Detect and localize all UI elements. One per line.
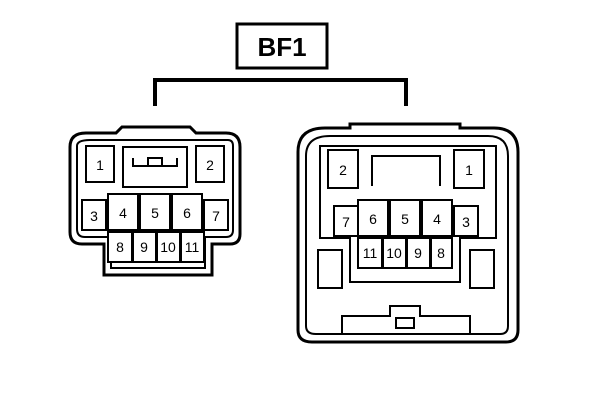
pin-label: 7 bbox=[342, 214, 350, 230]
pin-label: 8 bbox=[116, 239, 124, 255]
title-box bbox=[235, 22, 329, 70]
pin-cell bbox=[180, 231, 205, 263]
pin-cell bbox=[333, 205, 359, 237]
pin-label: 3 bbox=[462, 214, 470, 230]
pin-label: 10 bbox=[160, 239, 176, 255]
pin-label: 3 bbox=[90, 208, 98, 224]
pin-label: 9 bbox=[140, 239, 148, 255]
pin-label: 5 bbox=[401, 211, 409, 227]
pin-cell bbox=[107, 231, 133, 263]
pin-cell bbox=[85, 145, 115, 183]
pin-label: 11 bbox=[363, 245, 378, 261]
pin-label: 2 bbox=[339, 162, 347, 178]
left-housing-inner bbox=[76, 139, 234, 269]
pin-cell bbox=[81, 199, 107, 231]
right-lock-tab bbox=[395, 317, 415, 329]
right-slot-right bbox=[469, 249, 495, 289]
title-group: BF1 bbox=[235, 22, 329, 70]
pin-label: 5 bbox=[151, 205, 159, 221]
right-latch-slot bbox=[371, 155, 441, 186]
pin-label: 6 bbox=[369, 211, 377, 227]
pin-cell bbox=[357, 237, 383, 269]
pin-label: 8 bbox=[437, 245, 445, 261]
pin-cell bbox=[389, 199, 421, 237]
right-bottom-lock bbox=[341, 305, 471, 334]
pin-label: 1 bbox=[96, 157, 104, 173]
left-latch-tab bbox=[147, 157, 163, 167]
pin-cell bbox=[421, 199, 453, 237]
pin-cell bbox=[203, 199, 229, 231]
pin-cell bbox=[195, 145, 225, 183]
right-housing-inner bbox=[305, 135, 509, 335]
right-inner-frame bbox=[319, 145, 497, 283]
pin-label: 10 bbox=[386, 245, 402, 261]
pin-label: 9 bbox=[414, 245, 422, 261]
pin-cell bbox=[171, 193, 203, 231]
pin-cell bbox=[357, 199, 389, 237]
pin-cell bbox=[453, 205, 479, 237]
pin-label: 4 bbox=[119, 205, 127, 221]
pin-label: 4 bbox=[433, 211, 441, 227]
pin-label: 7 bbox=[212, 208, 220, 224]
pin-cell bbox=[453, 149, 485, 189]
connector-title: BF1 bbox=[257, 32, 306, 62]
pin-cell bbox=[430, 237, 453, 269]
connector-bracket bbox=[153, 78, 408, 106]
pin-label: 6 bbox=[183, 205, 191, 221]
pin-cell bbox=[139, 193, 171, 231]
connector-right: 2 1 7 6 5 4 3 11 10 9 8 bbox=[296, 122, 520, 344]
pin-cell bbox=[107, 193, 139, 231]
pin-label: 11 bbox=[185, 239, 200, 255]
pin-cell bbox=[327, 149, 359, 189]
connector-left: 1 2 3 4 5 6 7 8 9 10 11 bbox=[68, 125, 242, 277]
pin-label: 1 bbox=[465, 162, 473, 178]
right-slot-left bbox=[317, 249, 343, 289]
pin-label: 2 bbox=[206, 157, 214, 173]
